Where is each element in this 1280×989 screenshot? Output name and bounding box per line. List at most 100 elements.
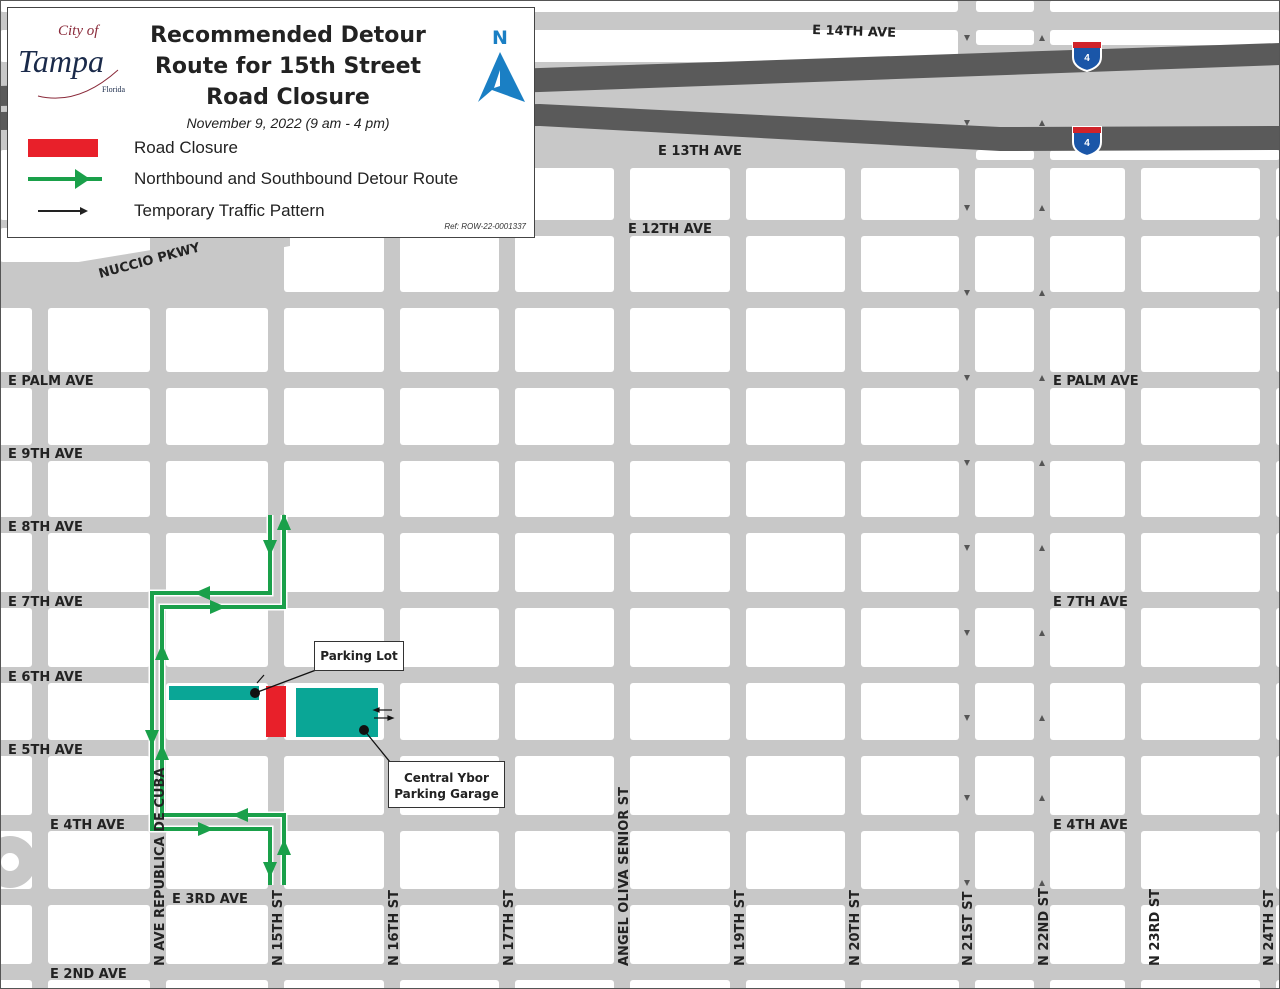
city-block [975,980,1034,989]
city-block [861,683,959,740]
city-block [515,608,614,667]
one-way-arrow-icon [964,715,970,721]
city-block [284,756,384,815]
parking-lot [169,686,259,700]
interstate-shield: 4 [1072,41,1102,73]
label-e5th-ave: E 5TH AVE [8,743,83,758]
city-block [48,461,150,517]
city-block [1050,756,1125,815]
city-block [976,0,1034,12]
label-angel-oliva-senior-st: ANGEL OLIVA SENIOR ST [617,787,632,966]
city-block [861,168,959,220]
city-block [746,388,845,445]
city-block [0,608,32,667]
city-block [515,236,614,292]
city-block [400,236,499,292]
city-block [746,308,845,372]
city-block [975,461,1034,517]
interstate-shield: 4 [1072,126,1102,158]
city-block [48,388,150,445]
one-way-arrow-icon [964,35,970,41]
city-block [515,168,614,220]
city-block [630,533,730,592]
city-block [400,831,499,889]
city-block [746,461,845,517]
label-e4th-ave-west: E 4TH AVE [50,818,125,833]
city-block [400,980,499,989]
city-block [166,980,268,989]
one-way-arrow-icon [964,795,970,801]
city-block [0,461,32,517]
city-block [976,150,1034,160]
one-way-arrow-icon [1039,35,1045,41]
city-block [48,683,150,740]
legend-label: Northbound and Southbound Detour Route [134,169,459,188]
city-block [166,533,268,592]
one-way-arrow-icon [964,290,970,296]
city-block [48,308,150,372]
southbound-detour-route [150,515,272,885]
one-way-arrow-icon [1039,375,1045,381]
city-block [1050,980,1125,989]
city-block [0,980,32,989]
one-way-arrow-icon [1039,715,1045,721]
label-n17th-st: N 17TH ST [502,890,517,966]
city-block [1141,168,1260,220]
city-block [1050,0,1280,12]
city-block [284,533,384,592]
city-block [48,905,150,964]
city-block [975,756,1034,815]
north-arrow-icon: N [478,27,525,102]
label-e8th-ave: E 8TH AVE [8,520,83,535]
city-block [284,980,384,989]
city-block [1141,980,1260,989]
road-closure-swatch [28,138,114,158]
city-block [48,533,150,592]
city-block [861,905,959,964]
city-block [1141,388,1260,445]
legend-label: Road Closure [134,138,238,157]
city-block [515,308,614,372]
label-palm-ave-east: E PALM AVE [1053,374,1139,389]
garage-callout: Central Ybor Parking Garage [388,761,505,808]
city-block [1141,905,1260,964]
city-block [1050,388,1125,445]
one-way-arrow-icon [1039,120,1045,126]
city-block [1050,905,1125,964]
northbound-detour-route [160,515,286,885]
city-block [48,831,150,889]
city-block [400,388,499,445]
label-n24th-st: N 24TH ST [1262,890,1277,966]
logo-city-of: City of [58,23,100,39]
city-block [400,533,499,592]
city-block [166,905,268,964]
city-block [976,30,1034,45]
legend-detour-route: Northbound and Southbound Detour Route [28,169,458,189]
city-block [975,308,1034,372]
road-closure [266,686,286,737]
closure-date: November 9, 2022 (9 am - 4 pm) [186,115,390,131]
city-block [746,756,845,815]
one-way-arrow-icon [1039,460,1045,466]
city-block [630,308,730,372]
label-n19th-st: N 19TH ST [733,890,748,966]
garage-label-line1: Central Ybor [404,771,489,785]
city-block [400,461,499,517]
street-labels: N AVE REPUBLICA DE CUBA N 15TH ST N 16TH… [153,768,1277,966]
label-e2nd-ave: E 2ND AVE [50,967,127,982]
legend-label: Temporary Traffic Pattern [134,201,325,220]
city-block [630,980,730,989]
city-block [861,980,959,989]
city-block [975,533,1034,592]
city-block [284,308,384,372]
city-block [166,608,268,667]
one-way-arrow-icon [1039,795,1045,801]
title-line-1: Recommended Detour [150,23,426,48]
city-block [746,236,845,292]
city-block [400,608,499,667]
city-block [1050,831,1125,889]
city-block [166,388,268,445]
city-block [166,831,268,889]
city-block [861,756,959,815]
garage-leader [363,729,391,763]
